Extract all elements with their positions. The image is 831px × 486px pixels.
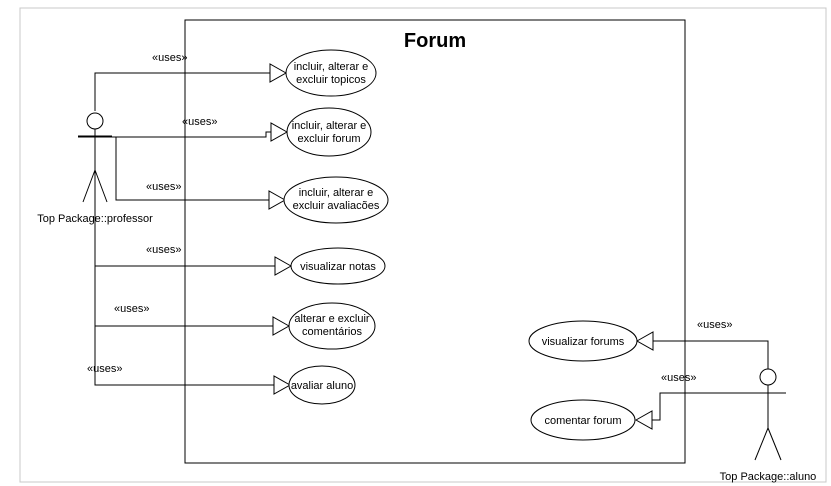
uses-label-uc6: «uses» <box>87 363 122 375</box>
connector-uc1 <box>94 72 272 111</box>
use-case-label-line2: excluir topicos <box>296 74 366 86</box>
actor-aluno[interactable] <box>751 368 786 461</box>
connector-uc2 <box>78 131 272 138</box>
uses-label-uc4: «uses» <box>146 244 181 256</box>
use-case-uc5[interactable]: alterar e excluir comentários <box>288 302 376 350</box>
connector-uc6 <box>94 326 276 386</box>
use-case-shape <box>290 247 386 285</box>
uses-label-uc3: «uses» <box>146 181 181 193</box>
use-case-uc4[interactable]: visualizar notas <box>290 247 386 285</box>
actor-professor-right-leg <box>94 169 108 203</box>
use-case-label-line2: excluir forum <box>298 133 361 145</box>
use-case-label-line1: incluir, alterar e <box>299 187 374 199</box>
use-case-shape <box>285 49 377 97</box>
connector-uc7 <box>652 340 769 369</box>
connector-uc8 <box>651 392 751 421</box>
actor-aluno-right-leg <box>767 427 782 461</box>
system-boundary <box>184 19 686 464</box>
use-case-label-line2: excluir avaliacões <box>293 200 380 212</box>
arrowhead-uc6 <box>273 375 292 395</box>
use-case-uc2[interactable]: incluir, alterar e excluir forum <box>286 107 372 157</box>
uses-label-uc8: «uses» <box>661 372 696 384</box>
diagram-frame <box>19 7 827 483</box>
use-case-uc6[interactable]: avaliar aluno <box>288 365 356 405</box>
use-case-label-line1: alterar e excluir <box>294 313 370 325</box>
use-case-shape <box>530 399 636 441</box>
arrowhead-uc4 <box>274 256 293 276</box>
use-case-uc7[interactable]: visualizar forums <box>528 320 638 362</box>
uses-label-uc2: «uses» <box>182 116 217 128</box>
use-case-label-line1: incluir, alterar e <box>294 61 369 73</box>
uses-label-uc7: «uses» <box>697 319 732 331</box>
arrowhead-uc3 <box>268 190 287 210</box>
use-case-label-line1: avaliar aluno <box>291 380 353 392</box>
use-case-label-line1: visualizar notas <box>300 261 376 273</box>
uses-label-uc5: «uses» <box>114 303 149 315</box>
use-case-uc3[interactable]: incluir, alterar e excluir avaliacões <box>283 176 389 224</box>
use-case-label-line1: comentar forum <box>544 415 621 427</box>
use-case-uc1[interactable]: incluir, alterar e excluir topicos <box>285 49 377 97</box>
use-case-shape <box>288 302 376 350</box>
actor-aluno-label: Top Package::aluno <box>720 471 817 483</box>
arrowhead-uc8 <box>634 410 653 430</box>
arrowhead-uc2 <box>270 122 289 142</box>
connector-uc3 <box>115 137 272 201</box>
use-case-shape <box>286 107 372 157</box>
use-case-shape <box>283 176 389 224</box>
arrowhead-uc5 <box>272 316 291 336</box>
actor-aluno-head <box>759 368 777 386</box>
arrowhead-uc1 <box>269 63 288 83</box>
system-title: Forum <box>404 30 466 52</box>
use-case-label-line1: visualizar forums <box>542 336 625 348</box>
uses-label-uc1: «uses» <box>152 52 187 64</box>
actor-professor-left-leg <box>82 169 96 203</box>
actor-professor-head <box>86 112 104 130</box>
use-case-uc8[interactable]: comentar forum <box>530 399 636 441</box>
arrowhead-uc7 <box>635 331 654 351</box>
actor-professor[interactable] <box>78 112 112 203</box>
use-case-shape <box>288 365 356 405</box>
use-case-shape <box>528 320 638 362</box>
actor-aluno-left-leg <box>754 427 769 461</box>
use-case-label-line2: comentários <box>302 326 362 338</box>
use-case-label-line1: incluir, alterar e <box>292 120 367 132</box>
